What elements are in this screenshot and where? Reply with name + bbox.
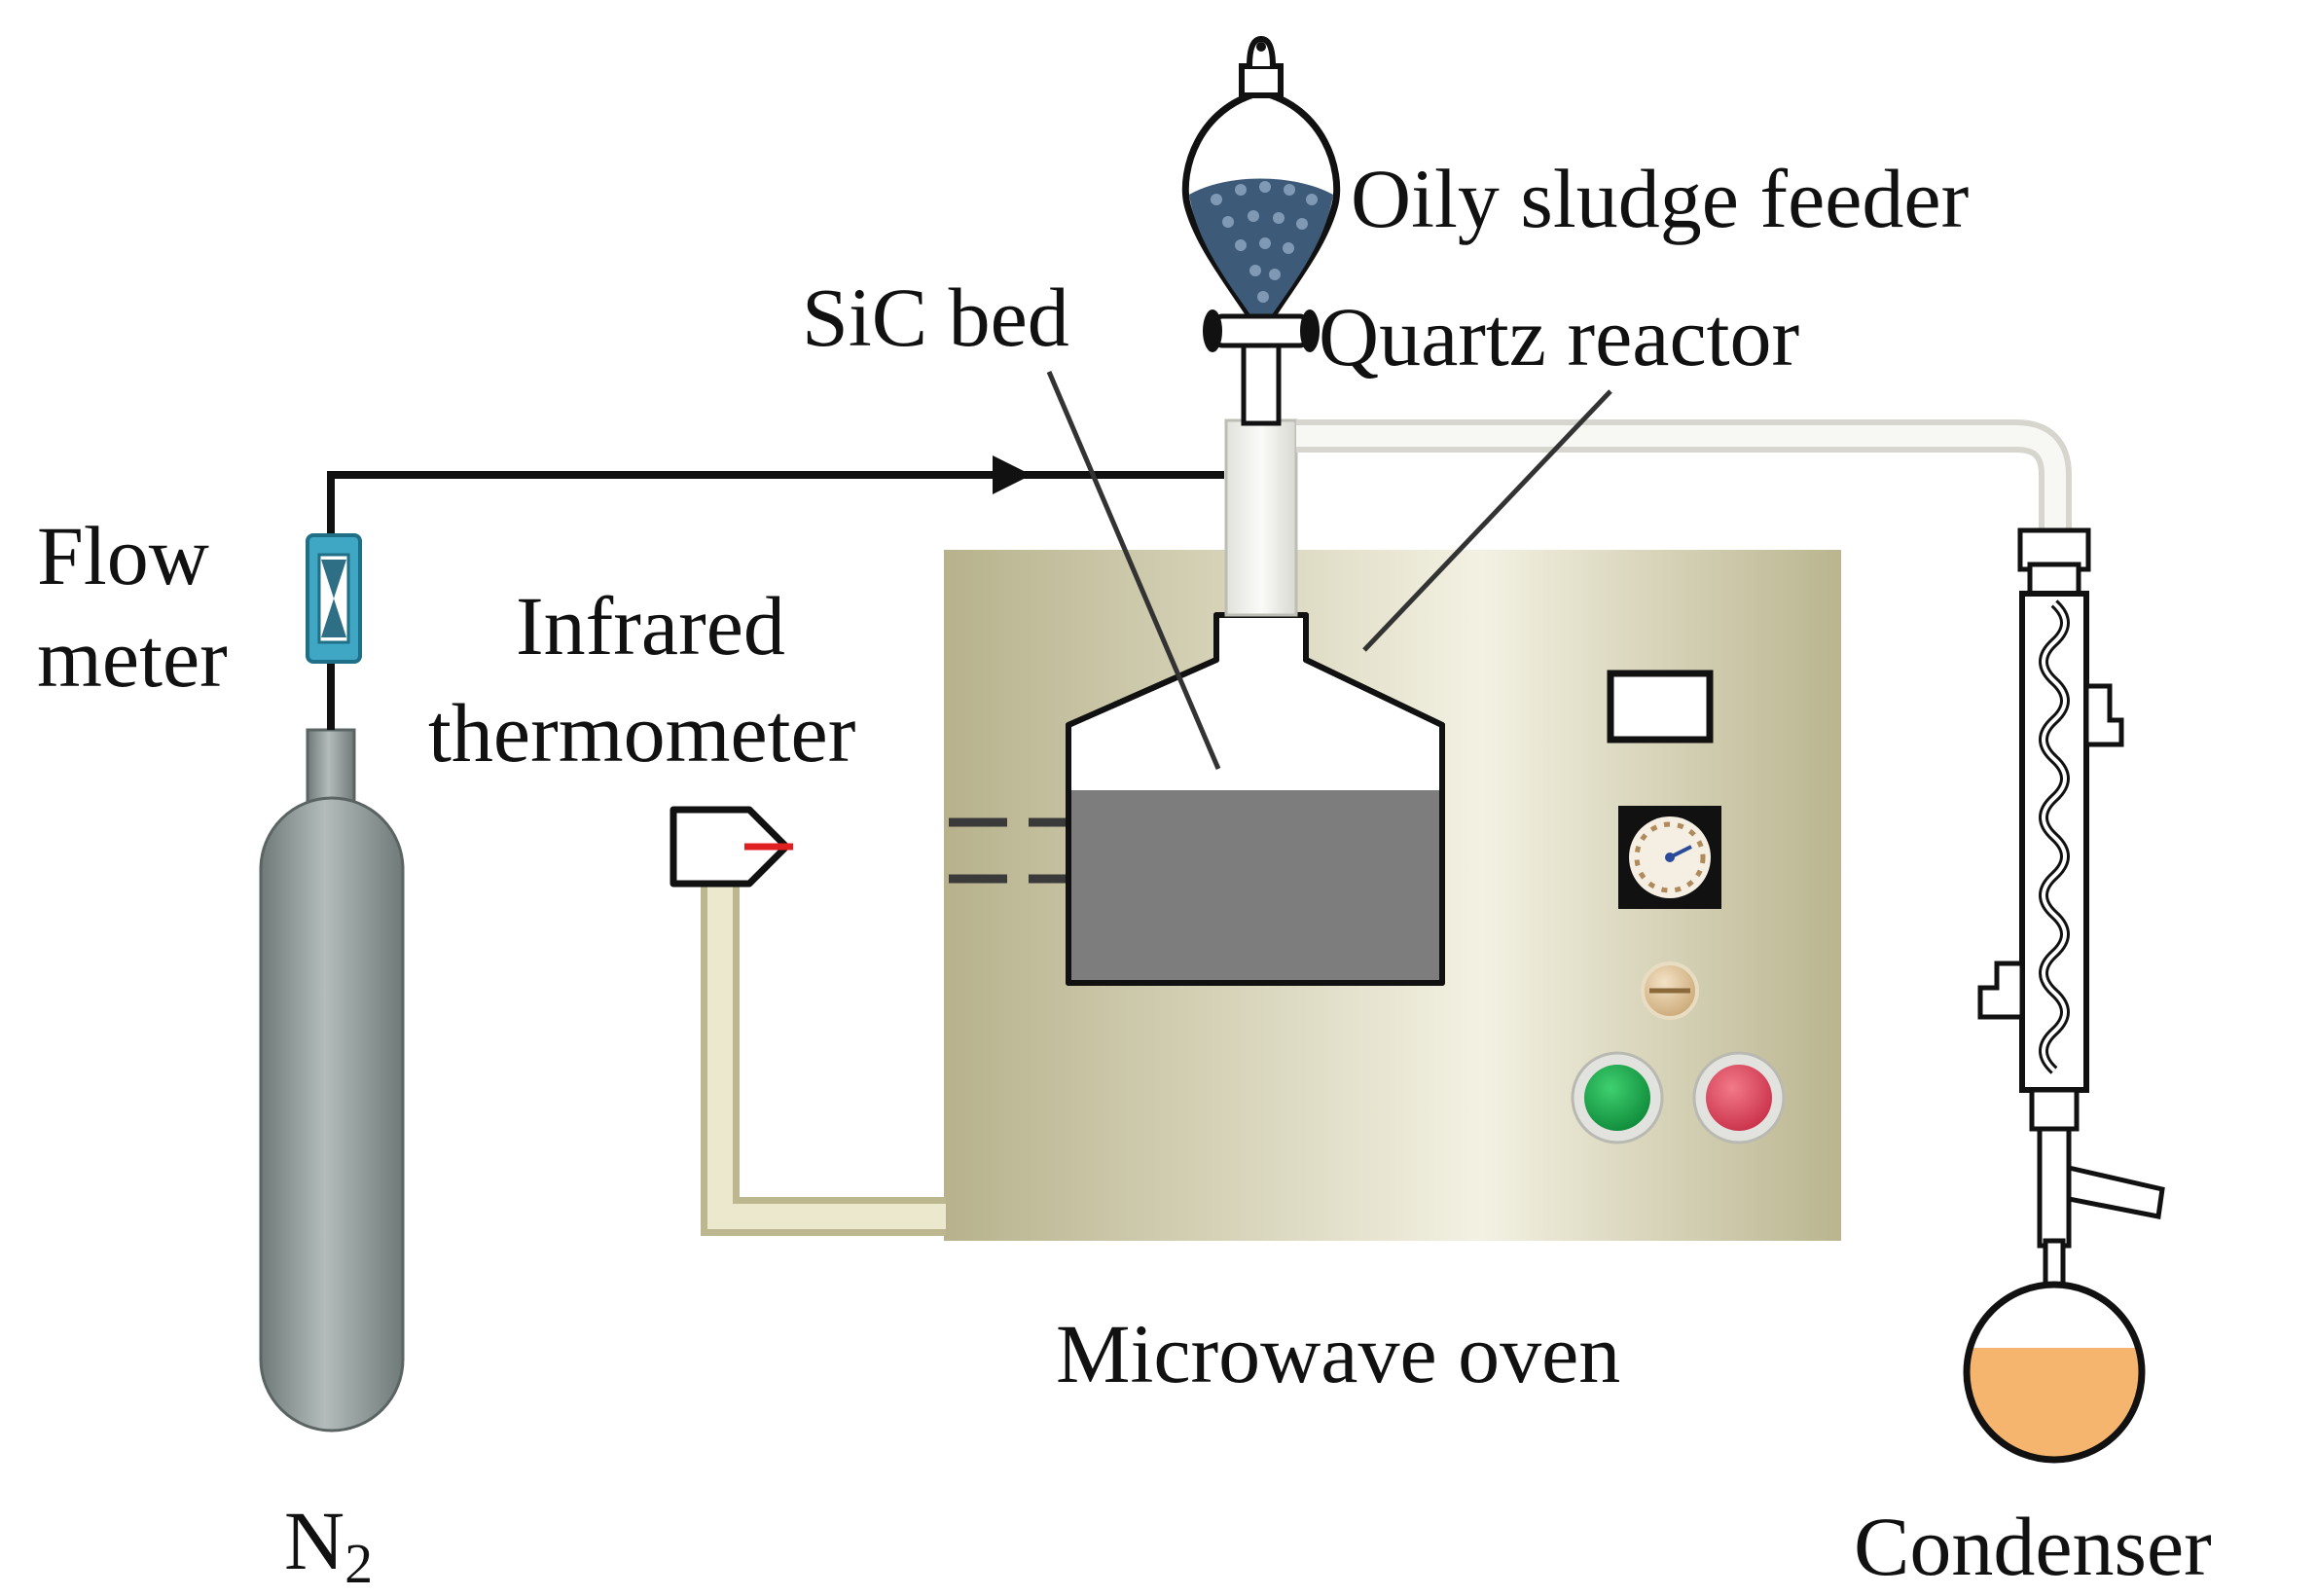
receiving-flask	[1963, 1281, 2146, 1464]
sludge-pellets	[1211, 181, 1318, 303]
quartz-reactor	[1066, 612, 1445, 986]
oily-sludge-feeder	[1181, 35, 1341, 426]
feeder-label: Oily sludge feeder	[1351, 152, 1969, 245]
sic-bed	[1071, 790, 1439, 980]
oven-knob	[1641, 961, 1699, 1020]
flow-arrow	[993, 455, 1031, 494]
ir-stand	[701, 881, 946, 1236]
oven-port	[949, 817, 1066, 884]
infrared-label-line2: thermometer	[428, 686, 855, 780]
flow-meter	[306, 533, 362, 664]
sic-bed-label: SiC bed	[802, 271, 1069, 364]
quartz-reactor-label: Quartz reactor	[1319, 290, 1799, 383]
flow-meter-label-line2: meter	[37, 611, 228, 705]
gas-line	[327, 471, 1224, 730]
outlet-tube	[1296, 419, 2072, 530]
microwave-oven-label: Microwave oven	[1056, 1307, 1620, 1400]
nitrogen-cylinder	[259, 728, 405, 1433]
condenser	[1977, 527, 2165, 1292]
nitrogen-label-base: N	[284, 1494, 344, 1587]
start-button	[1571, 1051, 1664, 1144]
nitrogen-label: N2	[284, 1494, 373, 1595]
infrared-label-line1: Infrared	[516, 579, 785, 672]
infrared-thermometer	[669, 806, 946, 1236]
nitrogen-label-sub: 2	[344, 1532, 373, 1595]
condenser-label: Condenser	[1854, 1500, 2212, 1593]
reactor-neck	[1224, 418, 1298, 617]
leader-lines	[1046, 371, 1612, 770]
oven-controls	[1571, 670, 1786, 1144]
stop-button	[1692, 1051, 1786, 1144]
oven-display	[1607, 670, 1714, 744]
flow-meter-label-line1: Flow	[37, 509, 209, 602]
